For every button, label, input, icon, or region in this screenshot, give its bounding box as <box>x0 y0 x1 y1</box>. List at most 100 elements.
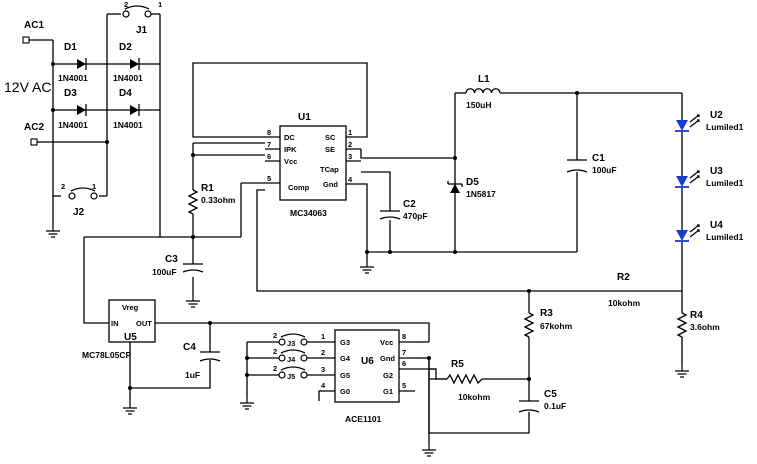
ic-u6-pin-num: 4 <box>321 381 326 390</box>
diode-d2: D2 1N4001 <box>113 42 143 83</box>
ic-u6-pin-num: 5 <box>402 381 406 390</box>
port-ac1-label: AC1 <box>24 20 44 31</box>
ic-u1-pin-num: 2 <box>348 140 352 149</box>
ic-u6-pin-name: Vcc <box>380 338 393 347</box>
capacitor-c1: C1 100uF <box>566 153 617 175</box>
resistor-r4: R4 3.6ohm <box>676 310 720 338</box>
diode-d3-value: 1N4001 <box>58 120 88 130</box>
ic-u1-label: U1 <box>298 112 311 123</box>
jumper-j5-pin: 2 <box>273 364 277 373</box>
jumper-j2-pin-b: 1 <box>92 182 96 191</box>
diode-d5-label: D5 <box>466 177 479 188</box>
inductor-l1: L1 150uH <box>465 74 501 110</box>
ic-u6-pin-num: 2 <box>321 348 325 357</box>
ic-u1-pin-num: 7 <box>267 140 271 149</box>
diode-d5-value: 1N5817 <box>466 189 496 199</box>
capacitor-c4-value: 1uF <box>185 370 200 380</box>
capacitor-c4: C4 1uF <box>183 342 221 380</box>
resistor-r5-label: R5 <box>451 359 464 370</box>
ic-u1-pin-name: IPK <box>284 145 297 154</box>
diode-d5: D5 1N5817 <box>447 177 496 199</box>
jumper-j2-pin-a: 2 <box>61 182 65 191</box>
ic-u1-pin-name: Gnd <box>323 180 338 189</box>
resistor-r3-label: R3 <box>540 308 553 319</box>
resistor-r1-label: R1 <box>201 183 214 194</box>
capacitor-c5: C5 0.1uF <box>518 389 566 413</box>
capacitor-c2-value: 470pF <box>403 211 428 221</box>
ic-u1-pin-num: 1 <box>348 128 352 137</box>
led-u3-label: U3 <box>710 166 723 177</box>
jumper-j2-label: J2 <box>73 207 85 218</box>
capacitor-c1-value: 100uF <box>592 165 617 175</box>
resistor-r2-label: R2 <box>617 272 630 283</box>
led-u4-value: Lumiled1 <box>706 232 744 242</box>
jumper-j4-label: J4 <box>287 355 296 364</box>
resistor-r2: R2 10kohm <box>608 272 641 308</box>
resistor-r1-value: 0.33ohm <box>201 195 236 205</box>
ic-u1-pin-num: 4 <box>348 175 353 184</box>
resistor-r5-value: 10kohm <box>458 392 491 402</box>
ic-u6-pin-num: 7 <box>402 348 406 357</box>
capacitor-c1-label: C1 <box>592 153 605 164</box>
ic-u5-title: Vreg <box>122 303 139 312</box>
port-ac2-label: AC2 <box>24 122 44 133</box>
resistor-r5: R5 10kohm <box>446 359 491 402</box>
ic-u1-pin-name: DC <box>284 133 295 142</box>
resistor-r4-label: R4 <box>690 310 703 321</box>
port-ac2: AC2 <box>24 122 44 146</box>
led-u3-value: Lumiled1 <box>706 178 744 188</box>
led-u3: U3 Lumiled1 <box>675 166 744 188</box>
ic-u6-pin-name: G1 <box>383 387 393 396</box>
ic-u1-pin-num: 6 <box>267 152 271 161</box>
jumper-j1: 2 1 J1 <box>122 0 162 36</box>
diode-d4-value: 1N4001 <box>113 120 143 130</box>
junction-dots <box>51 62 579 390</box>
resistor-r3-value: 67kohm <box>540 321 573 331</box>
jumper-j5: 2 J5 <box>273 364 308 381</box>
diode-d1-value: 1N4001 <box>58 73 88 83</box>
capacitor-c3-value: 100uF <box>152 267 177 277</box>
diode-d2-value: 1N4001 <box>113 73 143 83</box>
ic-u1-pin-num: 8 <box>267 128 271 137</box>
ic-u6-pin-num: 3 <box>321 365 325 374</box>
port-ac1: AC1 <box>22 20 44 44</box>
jumper-j1-pin-b: 1 <box>158 0 162 9</box>
ic-u5-pin-out: OUT <box>136 319 152 328</box>
ic-u5: Vreg IN OUT U5 MC78L05CP <box>82 299 156 360</box>
ic-u5-pin-in: IN <box>111 319 119 328</box>
jumper-j3: 2 J3 <box>273 331 308 348</box>
ic-u6-label: U6 <box>361 356 374 367</box>
supply-voltage-label: 12V AC <box>4 79 51 95</box>
ic-u5-label: U5 <box>124 332 137 343</box>
jumper-j4: 2 J4 <box>273 347 308 364</box>
diode-d4-label: D4 <box>119 88 132 99</box>
ic-u6-pin-num: 8 <box>402 332 406 341</box>
ic-u1-pin-num: 5 <box>267 174 271 183</box>
led-u2-value: Lumiled1 <box>706 122 744 132</box>
wires <box>29 13 683 445</box>
ic-u1-part: MC34063 <box>290 208 327 218</box>
diode-d2-label: D2 <box>119 42 132 53</box>
jumper-j2: 2 1 J2 <box>61 182 98 218</box>
resistor-r3: R3 67kohm <box>523 308 573 338</box>
diode-d3-label: D3 <box>64 88 77 99</box>
ic-u6-pin-name: G3 <box>340 338 350 347</box>
jumper-j3-label: J3 <box>287 339 295 348</box>
diode-d1-label: D1 <box>64 42 77 53</box>
jumper-j3-pin: 2 <box>273 331 277 340</box>
capacitor-c5-label: C5 <box>544 389 557 400</box>
ic-u1: U1 MC34063 8 7 6 5 DC IPK Vcc Comp 1 2 3… <box>265 112 361 218</box>
capacitor-c2-label: C2 <box>403 199 416 210</box>
jumper-j4-pin: 2 <box>273 347 277 356</box>
ic-u6-pin-name: G0 <box>340 387 350 396</box>
ic-u1-pin-name: SC <box>325 133 336 142</box>
led-u2: U2 Lumiled1 <box>675 110 744 132</box>
jumper-j1-label: J1 <box>136 25 148 36</box>
led-u2-label: U2 <box>710 110 723 121</box>
ic-u6-pin-name: G4 <box>340 354 351 363</box>
resistor-r1: R1 0.33ohm <box>187 183 236 215</box>
capacitor-c2: C2 470pF <box>379 199 428 221</box>
jumper-j5-label: J5 <box>287 372 295 381</box>
jumper-j1-pin-a: 2 <box>124 0 128 9</box>
